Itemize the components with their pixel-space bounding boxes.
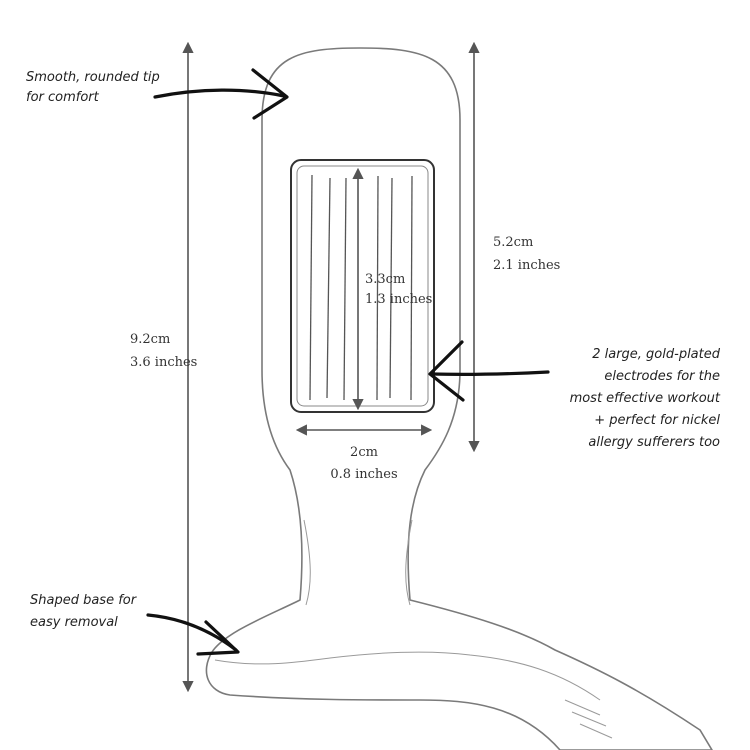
base-arrow-head [196,620,240,656]
tip-arrow-head [251,68,289,120]
electrode-strip [389,177,393,399]
base-annotation-line-1: Shaped base for [30,593,138,608]
electrode-width-metric: 2cm [350,445,378,460]
electrode-annotation-line-2: electrodes for the [604,369,720,384]
insertable-length-imperial: 2.1 inches [493,258,560,273]
base-annotation-line-2: easy removal [30,615,118,630]
insertable-length-metric: 5.2cm [493,235,533,250]
electrode-strip [376,175,379,401]
neck-shadow [303,519,413,606]
tip-annotation-line-1: Smooth, rounded tip [26,70,160,85]
electrode-panel [290,159,435,413]
total-length-metric: 9.2cm [130,332,170,347]
total-length-imperial: 3.6 inches [130,355,197,370]
callout-arrows [146,68,550,656]
electrode-annotation-line-3: most effective workout [570,391,721,406]
annotations: Smooth, rounded tip for comfort 2 large,… [26,70,721,630]
electrode-strip [326,177,331,399]
electrode-strips [309,174,413,401]
dimension-lines [182,41,480,693]
electrode-annotation-line-5: allergy sufferers too [588,435,720,450]
electrode-width-imperial: 0.8 inches [330,467,397,482]
electrode-arrow-head [428,340,465,402]
electrode-length-imperial: 1.3 inches [365,292,432,307]
electrode-strip [343,177,347,401]
electrode-strip [410,175,413,401]
measurement-labels: 9.2cm 3.6 inches 5.2cm 2.1 inches 3.3cm … [130,235,560,482]
cable-strain-relief [564,699,613,739]
tip-annotation-line-2: for comfort [26,90,100,105]
base-flange-line [214,651,601,701]
tip-arrow [153,88,286,99]
electrode-annotation-line-1: 2 large, gold-plated [592,347,721,362]
electrode-strip [309,174,313,401]
electrode-annotation-line-4: + perfect for nickel [594,413,720,428]
electrode-length-metric: 3.3cm [365,272,405,287]
electrode-arrow [430,370,550,376]
